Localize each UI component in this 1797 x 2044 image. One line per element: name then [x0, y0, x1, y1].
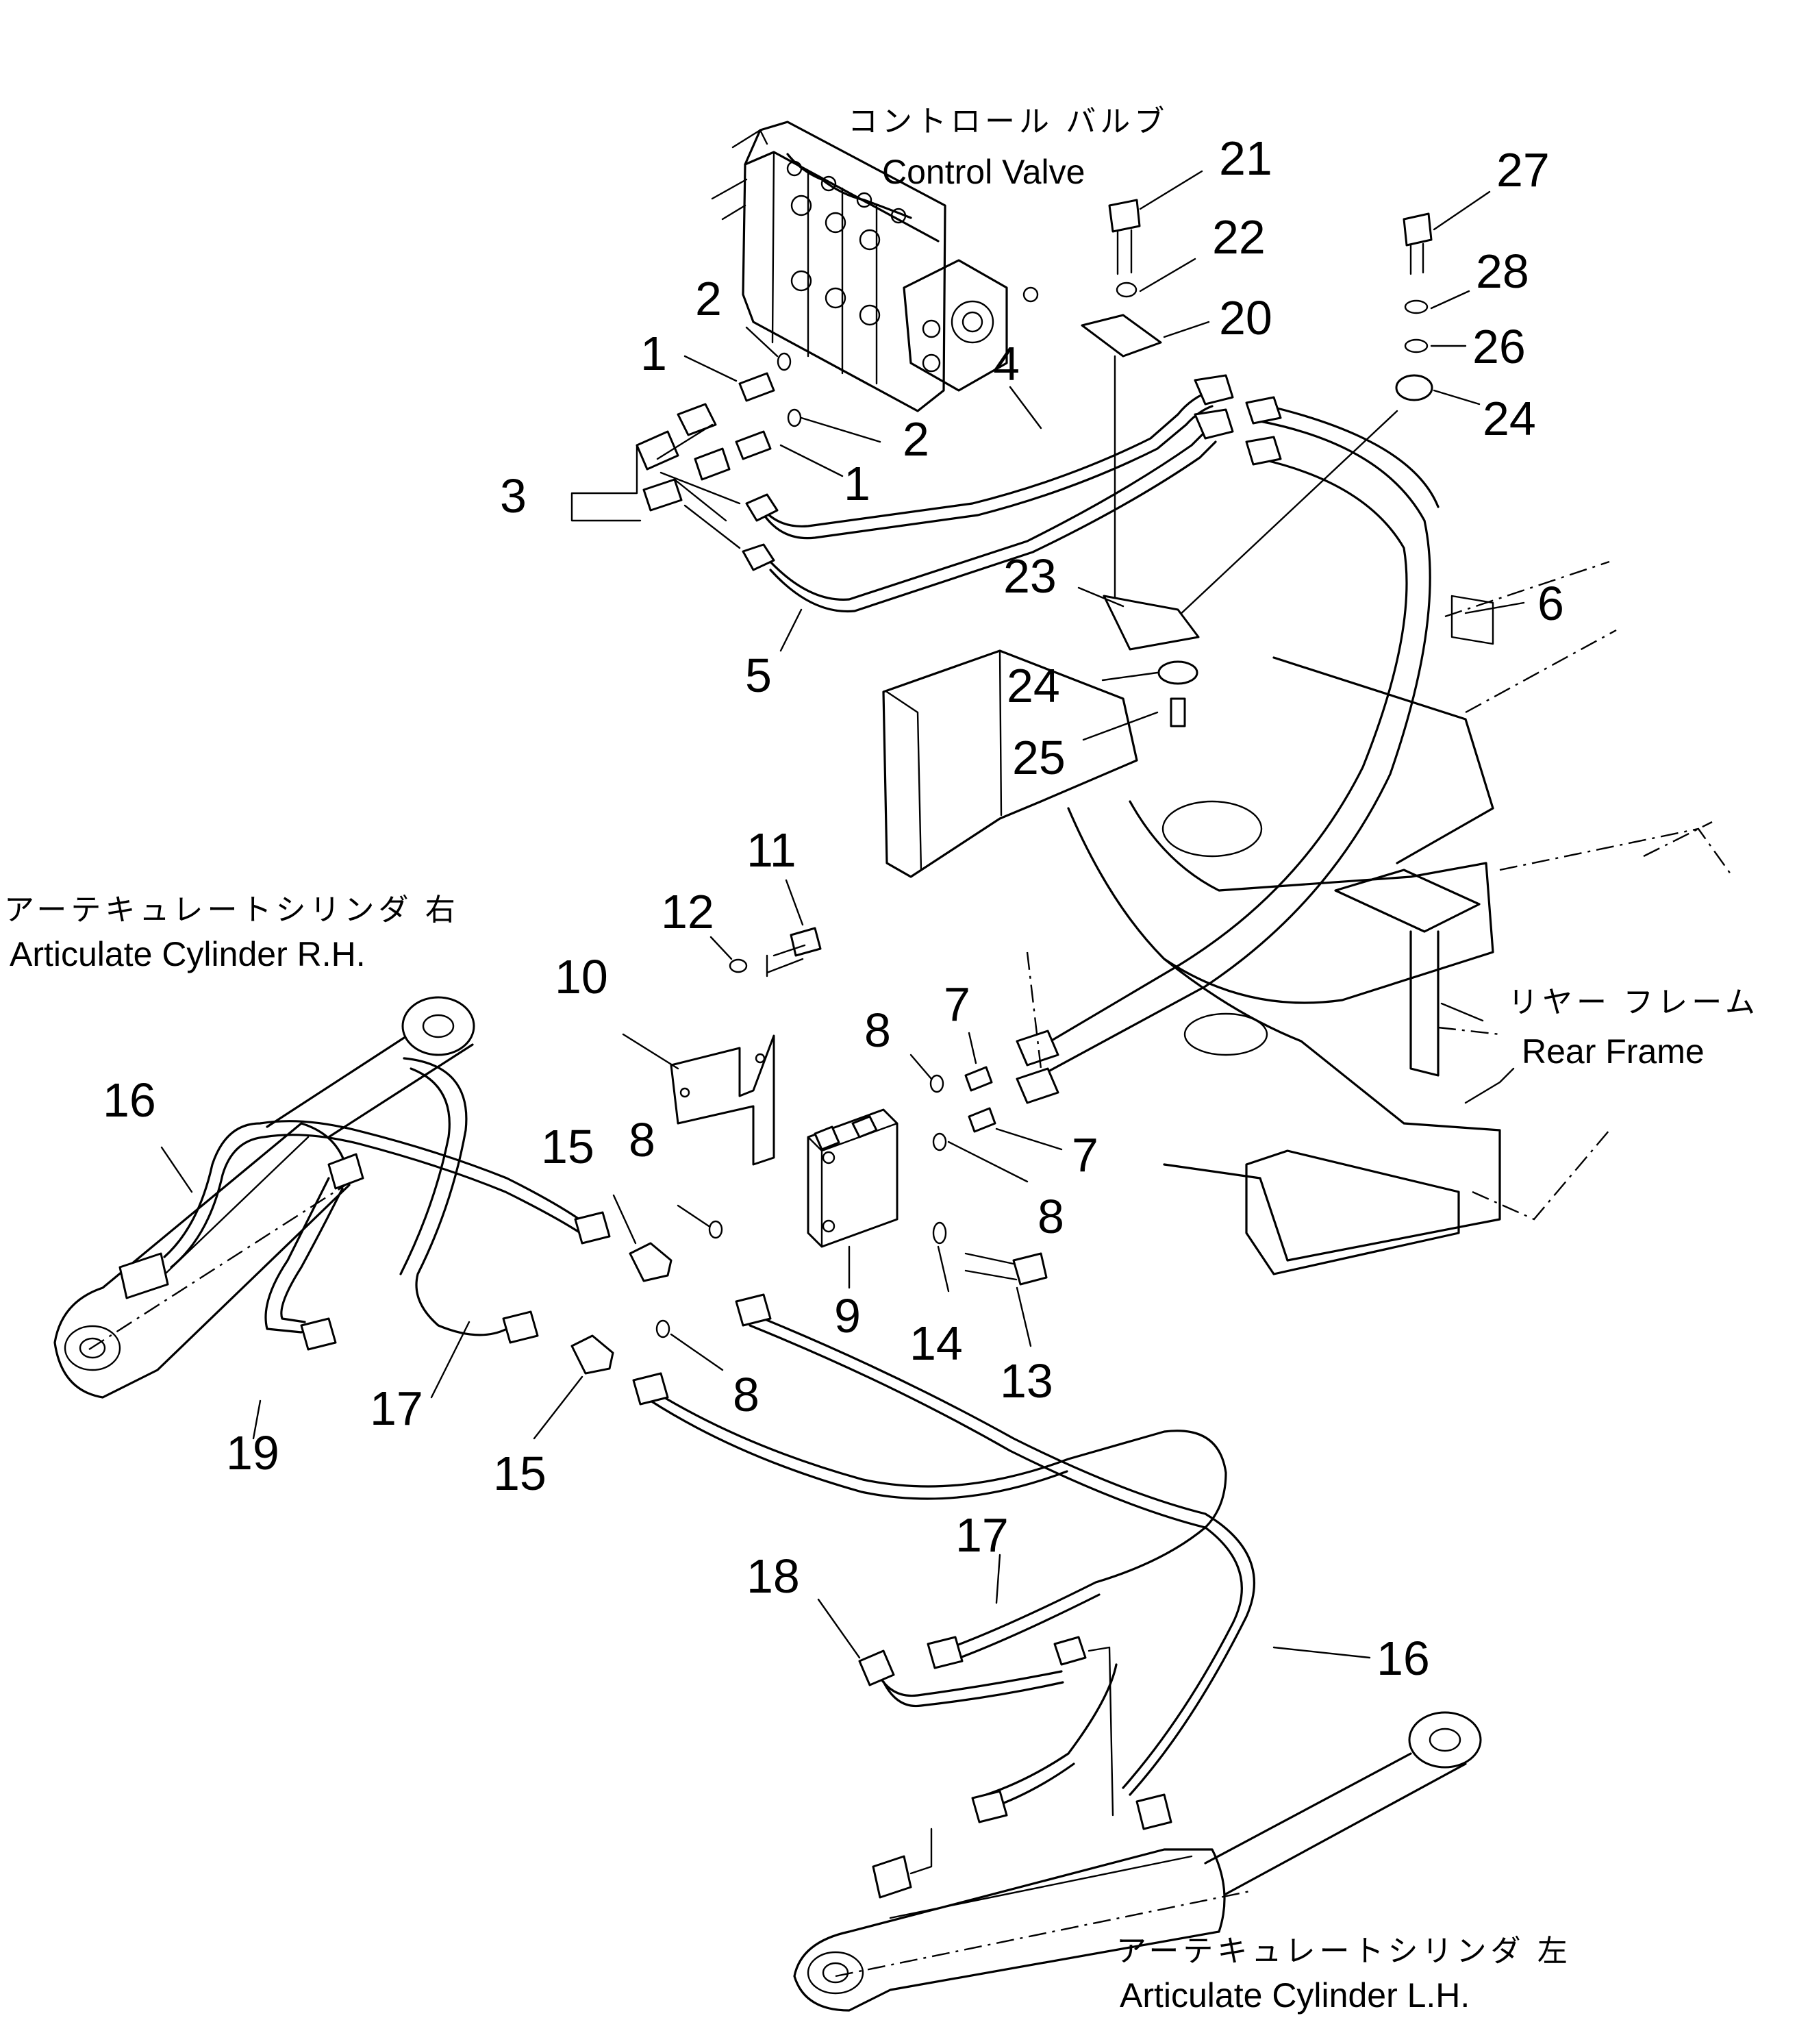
callout-4: 4	[993, 337, 1020, 390]
control-valve-label: Control Valve	[882, 153, 1085, 191]
hose-6	[1016, 396, 1440, 1104]
leader-lines	[160, 170, 1525, 1659]
callout-8-right: 8	[1038, 1190, 1064, 1243]
callout-6: 6	[1537, 577, 1564, 630]
pipe-5	[766, 423, 1217, 613]
bolts-11-14	[655, 927, 1048, 1338]
bracket-10	[670, 1034, 775, 1166]
callout-8-upper: 8	[864, 1004, 891, 1057]
hardware-20-28	[1081, 199, 1433, 727]
rear-frame-label-jp: リヤー フレーム	[1508, 986, 1759, 1019]
control-valve-label-jp: コントロール バルブ	[848, 105, 1168, 138]
cylinder-lh-label: Articulate Cylinder L.H.	[1120, 1976, 1470, 2015]
callout-26: 26	[1472, 320, 1526, 373]
callout-3: 3	[500, 469, 527, 523]
callout-14: 14	[909, 1317, 963, 1370]
cylinder-lh-label-jp: アーテキュレートシリンダ 左	[1116, 1934, 1572, 1968]
callout-27: 27	[1496, 143, 1550, 197]
callout-numbers: 21 22 20 27 28 26 24 2 1 4 2 3 1 5 23 6 …	[103, 132, 1564, 1685]
valve-block-9	[807, 1108, 898, 1248]
callout-28: 28	[1476, 245, 1529, 298]
rear-frame-drawing	[882, 560, 1733, 1275]
cylinder-rh-label: Articulate Cylinder R.H.	[10, 935, 366, 973]
callout-1-lower: 1	[844, 457, 870, 510]
callout-7-lower: 7	[1072, 1128, 1098, 1182]
callout-24-upper: 24	[1483, 392, 1536, 445]
callout-21: 21	[1219, 132, 1272, 185]
callout-15-upper: 15	[541, 1120, 594, 1173]
callout-17-lower: 17	[955, 1508, 1009, 1562]
callout-19: 19	[226, 1426, 279, 1480]
callout-18: 18	[746, 1549, 800, 1603]
cylinder-rh-label-jp: アーテキュレートシリンダ 右	[4, 893, 460, 927]
cylinder-lh-drawing	[793, 1711, 1482, 2012]
callout-15-lower: 15	[493, 1447, 546, 1500]
callout-16-lower: 16	[1377, 1632, 1430, 1685]
callout-2-lower: 2	[903, 412, 929, 466]
callout-24-lower: 24	[1007, 659, 1060, 712]
callout-25: 25	[1012, 731, 1066, 784]
callout-16-upper: 16	[103, 1073, 156, 1127]
callout-12: 12	[661, 885, 714, 938]
callout-8-lower: 8	[733, 1368, 759, 1421]
cylinder-rh-drawing	[53, 996, 475, 1399]
callout-10: 10	[555, 950, 608, 1004]
callout-13: 13	[1000, 1354, 1053, 1408]
callout-9: 9	[834, 1289, 861, 1343]
callout-23: 23	[1003, 549, 1057, 603]
callout-17-left: 17	[370, 1382, 423, 1435]
callout-5: 5	[745, 649, 772, 702]
pipe-4	[759, 389, 1214, 540]
callout-20: 20	[1219, 291, 1272, 345]
control-valve-drawing	[711, 121, 1039, 412]
rear-frame-label: Rear Frame	[1522, 1032, 1705, 1071]
callout-2-upper: 2	[695, 272, 722, 325]
callout-11: 11	[746, 823, 796, 877]
callout-8-left: 8	[629, 1113, 655, 1167]
callout-1-upper: 1	[640, 327, 667, 380]
callout-22: 22	[1212, 210, 1266, 264]
callout-7-upper: 7	[944, 977, 970, 1031]
